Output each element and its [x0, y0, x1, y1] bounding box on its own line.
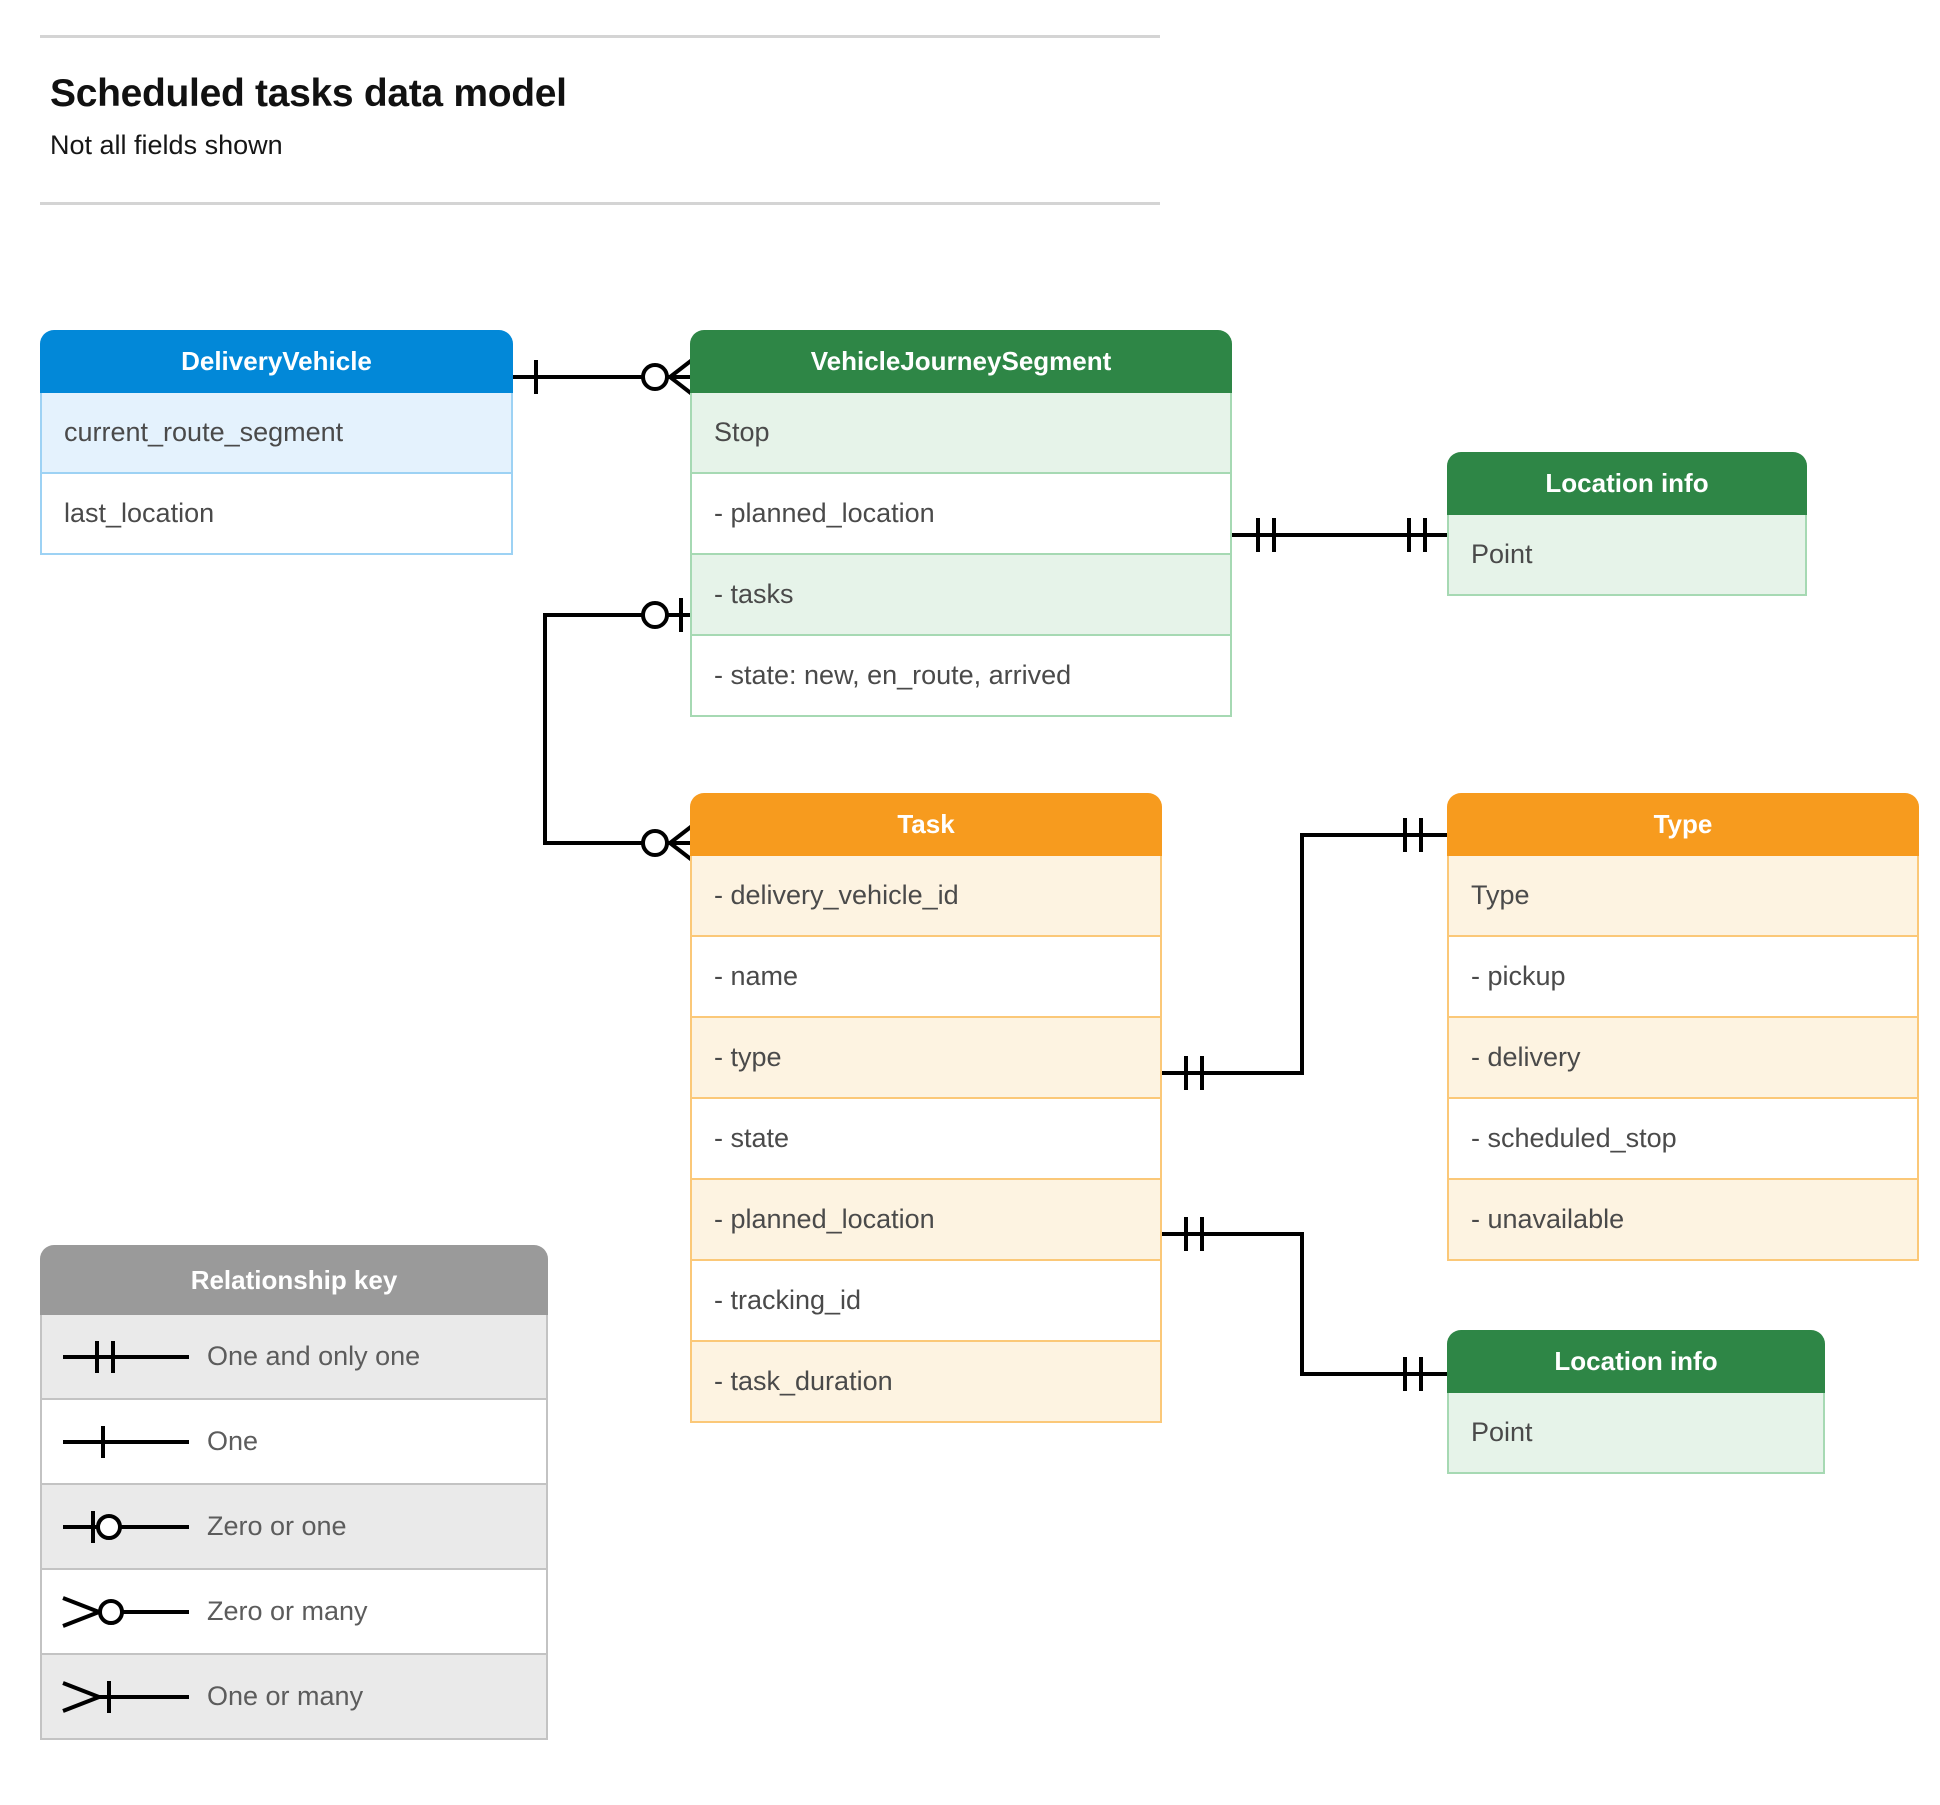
entity-location-info-top-title: Location info	[1447, 452, 1807, 515]
field-point-top: Point	[1447, 515, 1807, 596]
circle-zero-tasks	[641, 601, 669, 629]
legend-item-zero-or-many: Zero or many	[40, 1570, 548, 1655]
legend-label: Zero or one	[207, 1511, 347, 1541]
field-planned-location: - planned_location	[690, 474, 1232, 555]
legend-item-one-and-only-one: One and only one	[40, 1315, 548, 1400]
circle-zero-dv	[641, 363, 669, 391]
header-divider-bottom	[40, 202, 1160, 205]
circle-zero-task	[641, 829, 669, 857]
header-divider-top	[40, 35, 1160, 38]
page-title: Scheduled tasks data model	[50, 72, 567, 115]
legend-item-one: One	[40, 1400, 548, 1485]
wire-vjs-tasks-task	[543, 613, 690, 845]
field-state: - state: new, en_route, arrived	[690, 636, 1232, 717]
entity-location-info-bottom-title: Location info	[1447, 1330, 1825, 1393]
zero-or-many-icon	[42, 1570, 207, 1653]
legend-relationship-key[interactable]: Relationship key One and only one	[40, 1245, 548, 1740]
one-or-many-icon	[42, 1655, 207, 1738]
field-type-header: Type	[1447, 856, 1919, 937]
entity-vehicle-journey-segment[interactable]: VehicleJourneySegment Stop - planned_loc…	[690, 330, 1232, 717]
one-icon	[42, 1400, 207, 1483]
field-delivery: - delivery	[1447, 1018, 1919, 1099]
field-tasks: - tasks	[690, 555, 1232, 636]
entity-delivery-vehicle[interactable]: DeliveryVehicle current_route_segment la…	[40, 330, 513, 555]
legend-title: Relationship key	[40, 1245, 548, 1315]
crow-up-dv	[668, 358, 694, 379]
legend-label: Zero or many	[207, 1596, 368, 1626]
wire-task-type	[1162, 833, 1447, 1075]
entity-type[interactable]: Type Type - pickup - delivery - schedule…	[1447, 793, 1919, 1261]
field-name: - name	[690, 937, 1162, 1018]
field-task-duration: - task_duration	[690, 1342, 1162, 1423]
entity-delivery-vehicle-title: DeliveryVehicle	[40, 330, 513, 393]
legend-label: One and only one	[207, 1341, 421, 1371]
one-and-only-one-icon	[42, 1315, 207, 1398]
page-subtitle: Not all fields shown	[50, 130, 283, 160]
legend-item-one-or-many: One or many	[40, 1655, 548, 1740]
field-tracking-id: - tracking_id	[690, 1261, 1162, 1342]
field-current-route-segment: current_route_segment	[40, 393, 513, 474]
field-scheduled-stop: - scheduled_stop	[1447, 1099, 1919, 1180]
field-planned-location-task: - planned_location	[690, 1180, 1162, 1261]
crow-dn-task	[668, 841, 694, 862]
entity-location-info-top[interactable]: Location info Point	[1447, 452, 1807, 596]
field-point-bottom: Point	[1447, 1393, 1825, 1474]
field-stop: Stop	[690, 393, 1232, 474]
legend-item-zero-or-one: Zero or one	[40, 1485, 548, 1570]
legend-label: One or many	[207, 1681, 364, 1711]
field-last-location: last_location	[40, 474, 513, 555]
field-state-task: - state	[690, 1099, 1162, 1180]
entity-vehicle-journey-segment-title: VehicleJourneySegment	[690, 330, 1232, 393]
entity-task-title: Task	[690, 793, 1162, 856]
wire-task-locationinfo	[1162, 1232, 1447, 1376]
zero-or-one-icon	[42, 1485, 207, 1568]
entity-task[interactable]: Task - delivery_vehicle_id - name - type…	[690, 793, 1162, 1423]
crow-dn-dv	[668, 375, 694, 396]
crow-up-task	[668, 824, 694, 845]
field-unavailable: - unavailable	[1447, 1180, 1919, 1261]
field-delivery-vehicle-id: - delivery_vehicle_id	[690, 856, 1162, 937]
entity-location-info-bottom[interactable]: Location info Point	[1447, 1330, 1825, 1474]
field-pickup: - pickup	[1447, 937, 1919, 1018]
legend-label: One	[207, 1426, 259, 1456]
field-type: - type	[690, 1018, 1162, 1099]
entity-type-title: Type	[1447, 793, 1919, 856]
